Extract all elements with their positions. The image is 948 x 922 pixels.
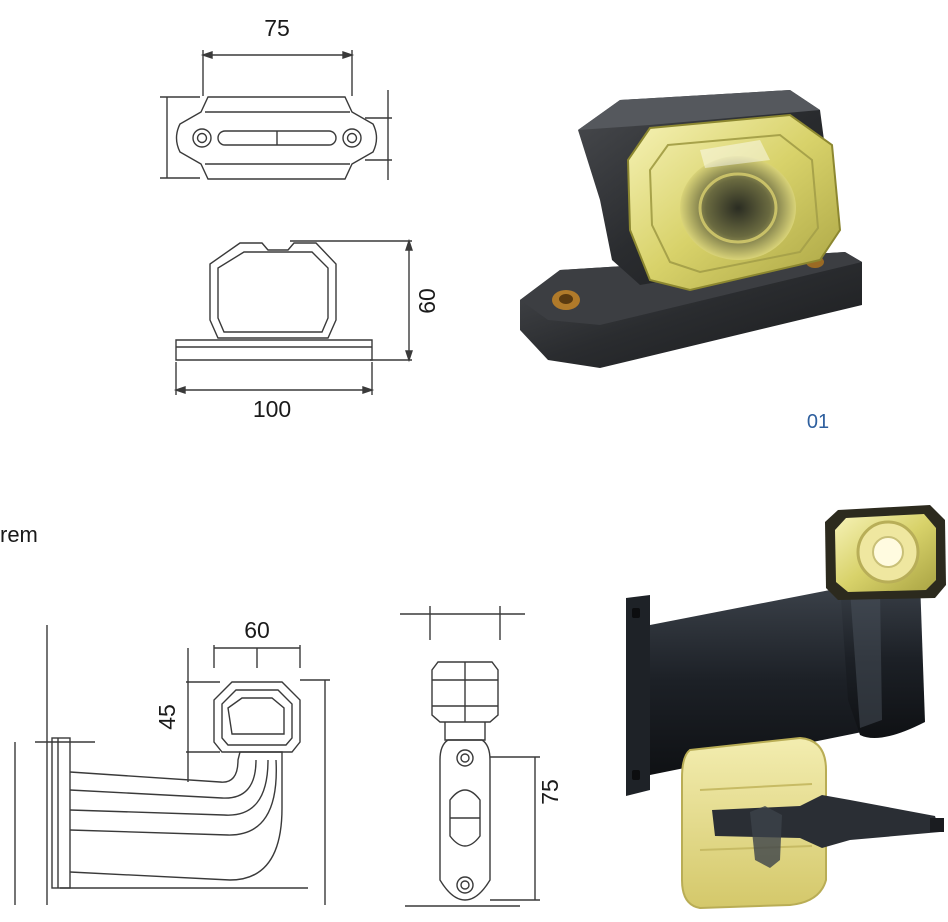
top-view-drawing [160, 50, 392, 180]
dim-head-height: 45 [154, 704, 180, 730]
marker-lamp-photo [520, 90, 862, 368]
dim-base-width: 100 [253, 396, 291, 422]
arm-lamp-photo [626, 505, 946, 910]
cropped-caption-text: rem [0, 522, 38, 547]
dim-head-width: 60 [244, 617, 270, 643]
dim-height: 60 [414, 288, 440, 314]
side-view-drawing [173, 238, 413, 395]
arm-front-view-drawing [400, 606, 540, 907]
dim-top-width: 75 [264, 15, 290, 41]
figure-reference-number: 01 [807, 411, 829, 433]
dim-arm-height: 75 [537, 779, 563, 805]
arm-side-view-drawing [14, 625, 330, 905]
